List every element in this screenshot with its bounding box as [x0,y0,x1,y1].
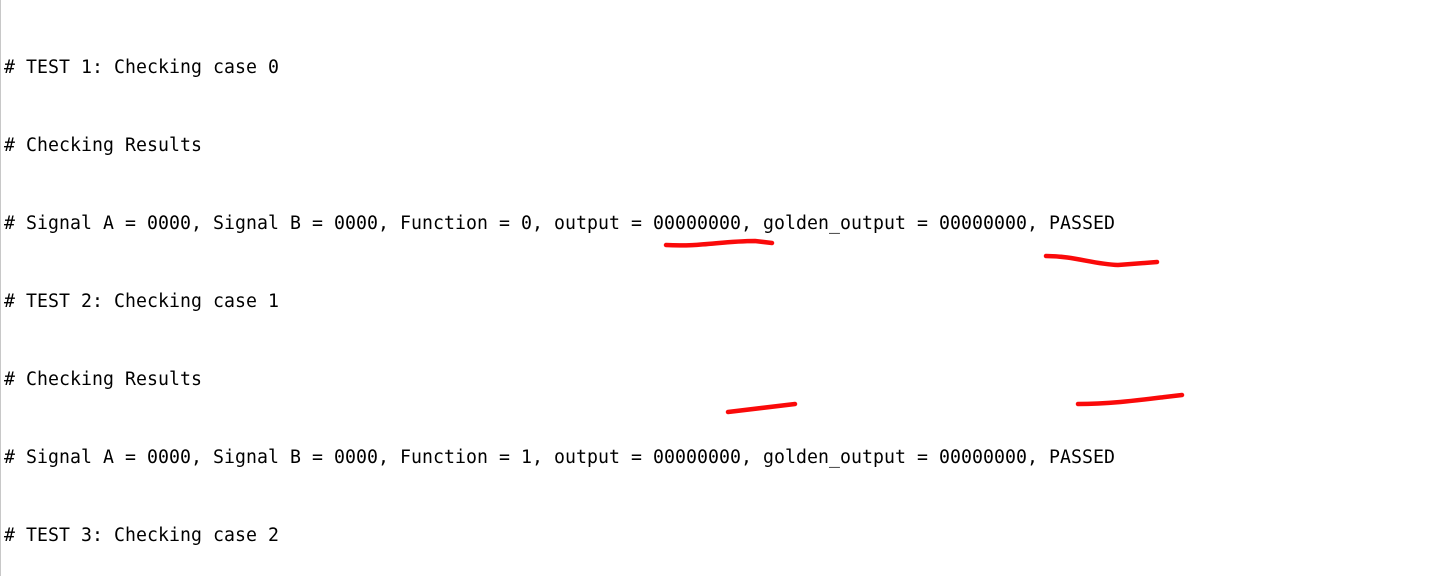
console-line: # TEST 2: Checking case 1 [4,291,279,312]
console-line: # Signal A = 0000, Signal B = 0000, Func… [4,213,1115,234]
console-line: # Signal A = 0000, Signal B = 0000, Func… [4,447,1115,468]
console-line: # TEST 3: Checking case 2 [4,525,279,546]
console-line: # Checking Results [4,135,202,156]
left-gutter-rule [0,0,1,576]
console-line: # TEST 1: Checking case 0 [4,57,279,78]
console-line-list: # TEST 1: Checking case 0 # Checking Res… [4,3,1430,576]
console-line: # Checking Results [4,369,202,390]
